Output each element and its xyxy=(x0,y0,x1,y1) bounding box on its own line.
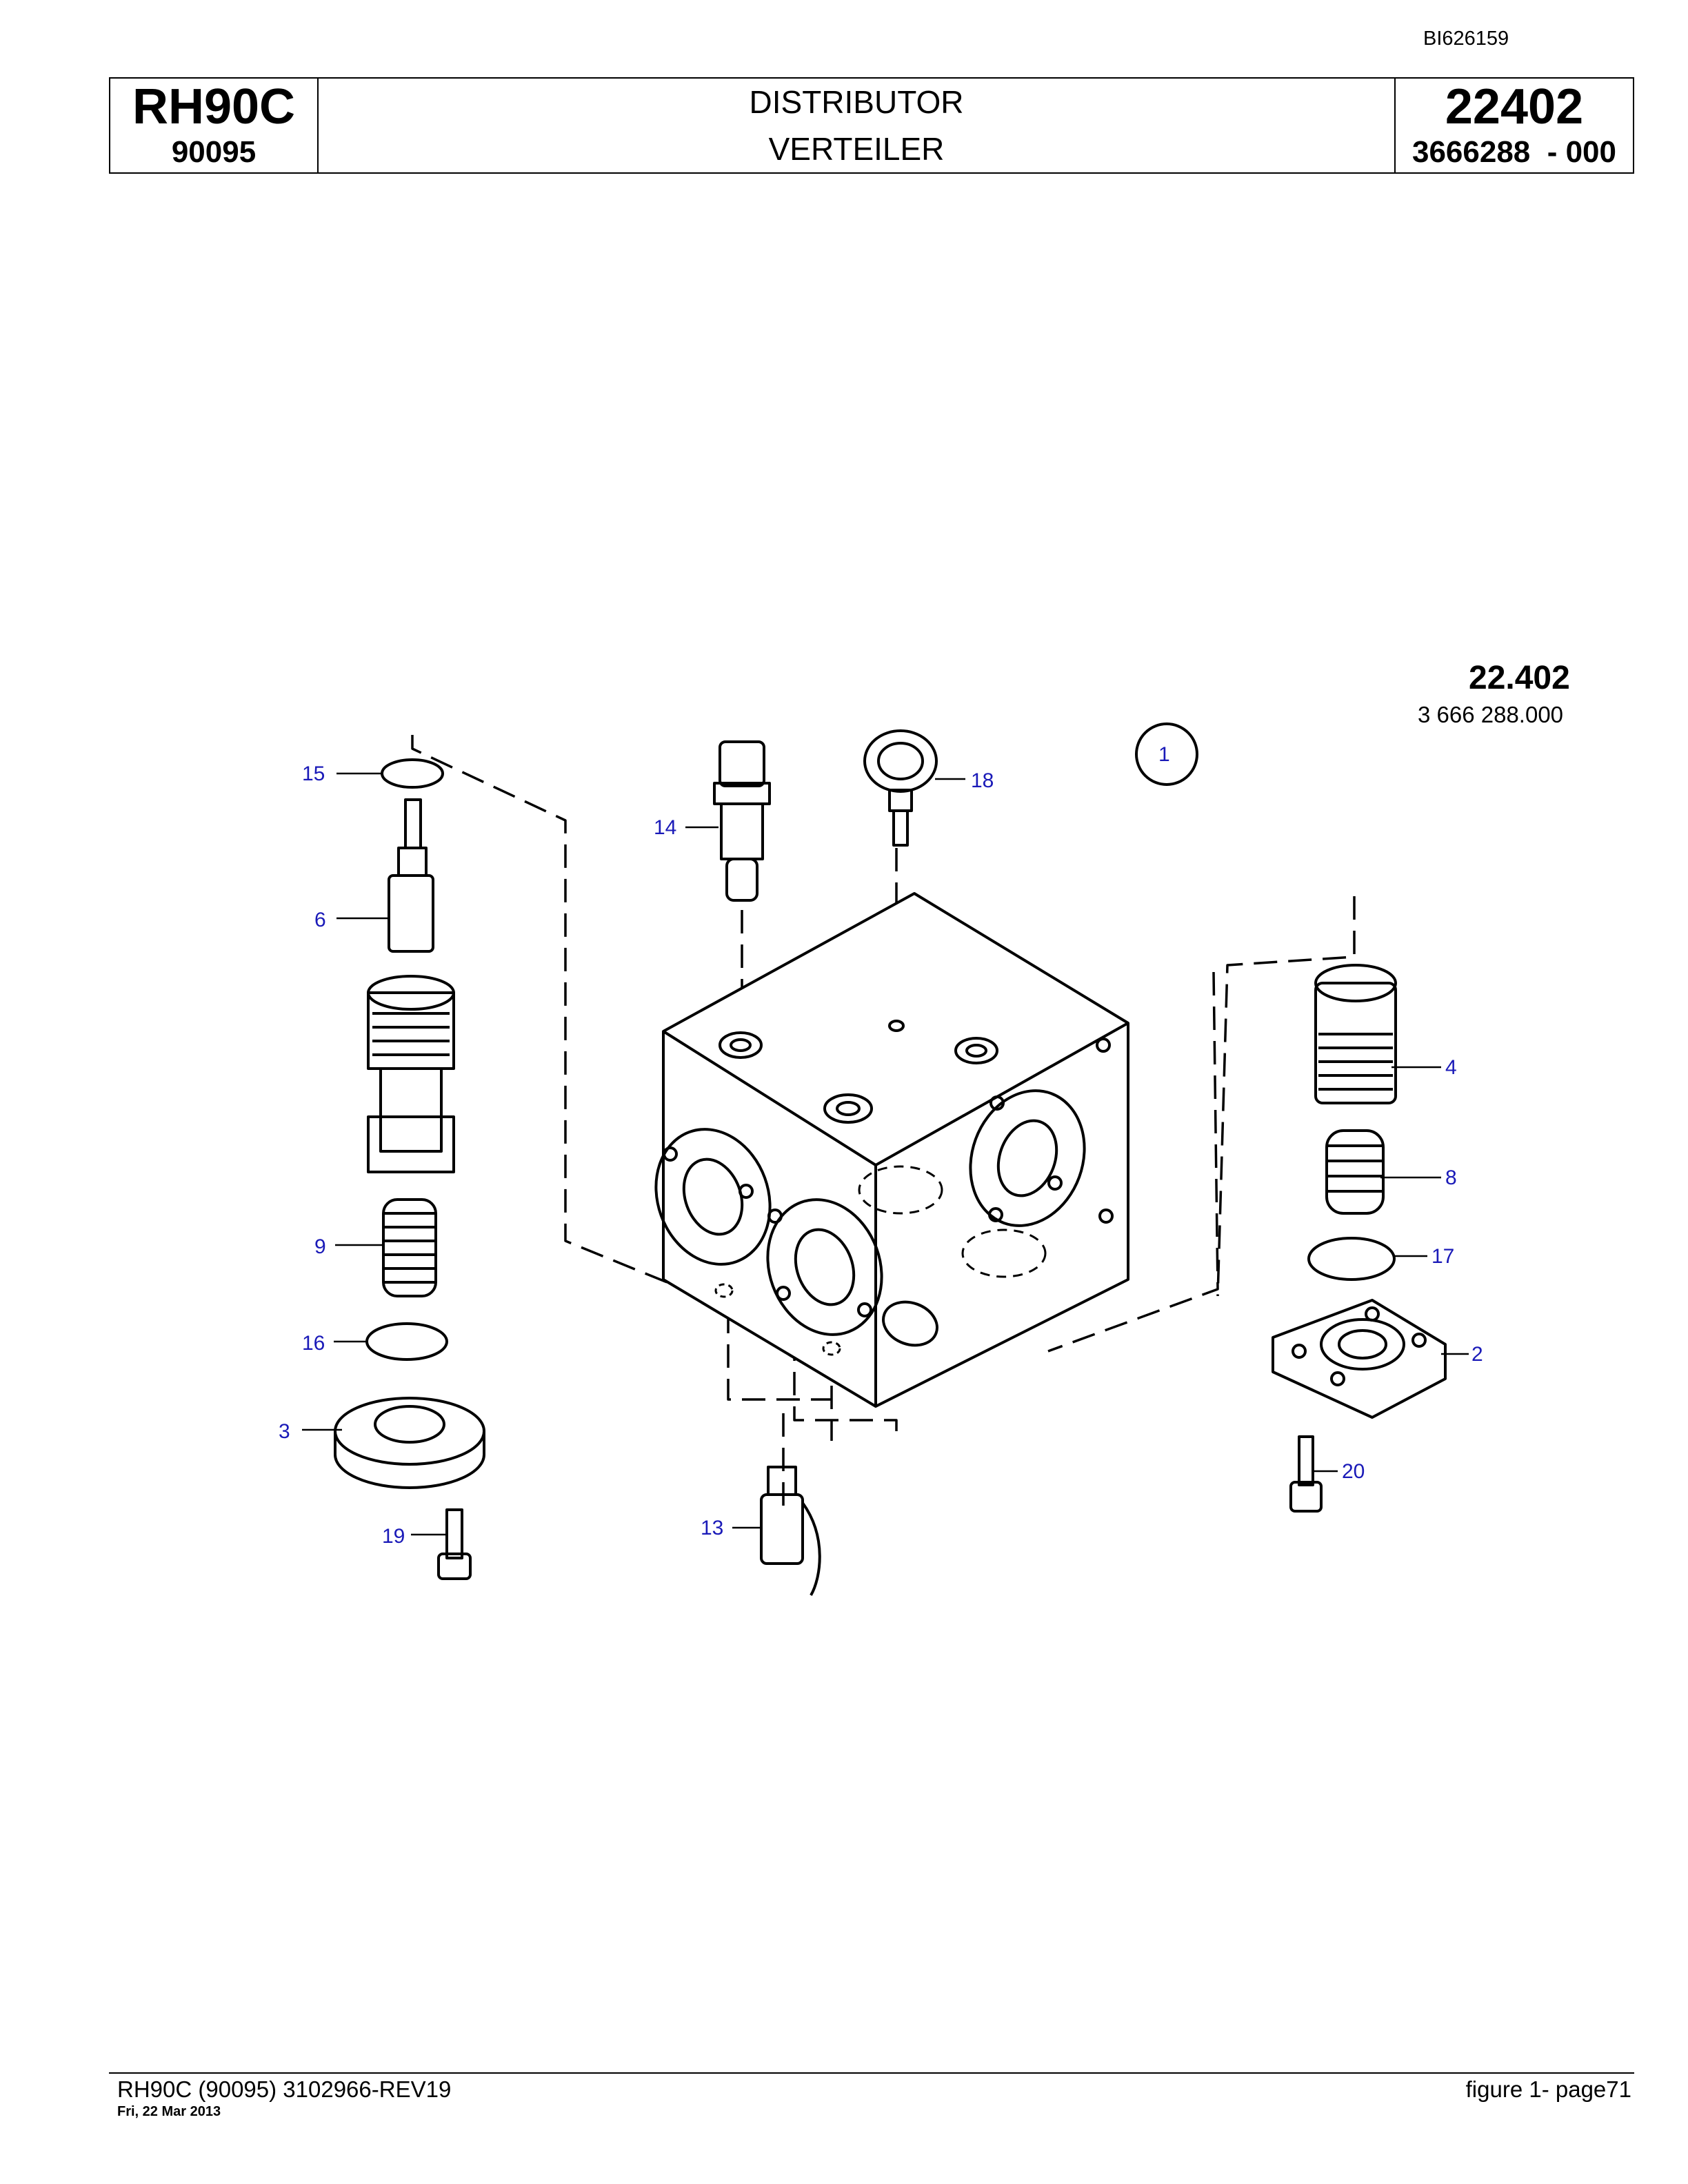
spring-8 xyxy=(1325,1129,1385,1215)
footer-page-ref: figure 1- page71 xyxy=(1465,2076,1631,2102)
callout-14: 14 xyxy=(654,816,676,839)
part-number: 3666288 - 000 xyxy=(1411,135,1617,169)
callout-13: 13 xyxy=(701,1517,723,1539)
model-cell: RH90C 90095 xyxy=(110,79,319,172)
figure-code: 3 666 288.000 xyxy=(1418,702,1564,727)
callout-18: 18 xyxy=(971,769,994,792)
plug-4 xyxy=(1314,964,1397,1104)
model-code: 90095 xyxy=(171,135,257,169)
footer-doc-ref: RH90C (90095) 3102966-REV19 xyxy=(117,2076,452,2102)
valve-pin-6 xyxy=(388,798,434,953)
callout-1: 1 xyxy=(1158,743,1170,766)
title-german: VERTEILER xyxy=(768,131,945,167)
footer-rule xyxy=(109,2072,1634,2074)
group-number: 22402 xyxy=(1445,79,1584,134)
callout-6: 6 xyxy=(314,909,326,931)
item-1-circle xyxy=(1135,722,1198,786)
title-english: DISTRIBUTOR xyxy=(749,84,964,120)
callout-8: 8 xyxy=(1445,1166,1457,1189)
title-block: RH90C 90095 DISTRIBUTOR VERTEILER 22402 … xyxy=(109,77,1634,174)
distributor-block xyxy=(654,892,1129,1408)
callout-16: 16 xyxy=(302,1332,325,1355)
screw-20 xyxy=(1289,1435,1323,1513)
model-name: RH90C xyxy=(132,79,296,134)
screw-19 xyxy=(437,1508,472,1580)
callout-4: 4 xyxy=(1445,1056,1457,1079)
figure-number: 22.402 xyxy=(1469,660,1570,696)
pressure-valve-14 xyxy=(713,740,771,902)
leader-lines xyxy=(302,772,1469,1536)
callout-17: 17 xyxy=(1431,1245,1454,1268)
o-ring-17 xyxy=(1307,1237,1396,1281)
flange-3 xyxy=(334,1397,485,1489)
callout-2: 2 xyxy=(1471,1343,1483,1366)
callout-9: 9 xyxy=(314,1235,326,1258)
callout-20: 20 xyxy=(1342,1460,1365,1483)
callout-15: 15 xyxy=(302,762,325,785)
spring-9 xyxy=(382,1198,437,1297)
callout-19: 19 xyxy=(382,1525,405,1548)
document-id: BI626159 xyxy=(1423,28,1509,50)
callout-3: 3 xyxy=(279,1420,290,1443)
o-ring-15 xyxy=(381,758,444,789)
o-ring-16 xyxy=(365,1322,448,1361)
number-cell: 22402 3666288 - 000 xyxy=(1396,79,1633,172)
footer-date: Fri, 22 Mar 2013 xyxy=(117,2104,221,2119)
cartridge-body xyxy=(367,975,455,1173)
flange-2 xyxy=(1272,1299,1447,1419)
test-connector-13 xyxy=(760,1466,821,1597)
title-cell: DISTRIBUTOR VERTEILER xyxy=(319,79,1396,172)
eye-bolt-18 xyxy=(863,729,938,847)
